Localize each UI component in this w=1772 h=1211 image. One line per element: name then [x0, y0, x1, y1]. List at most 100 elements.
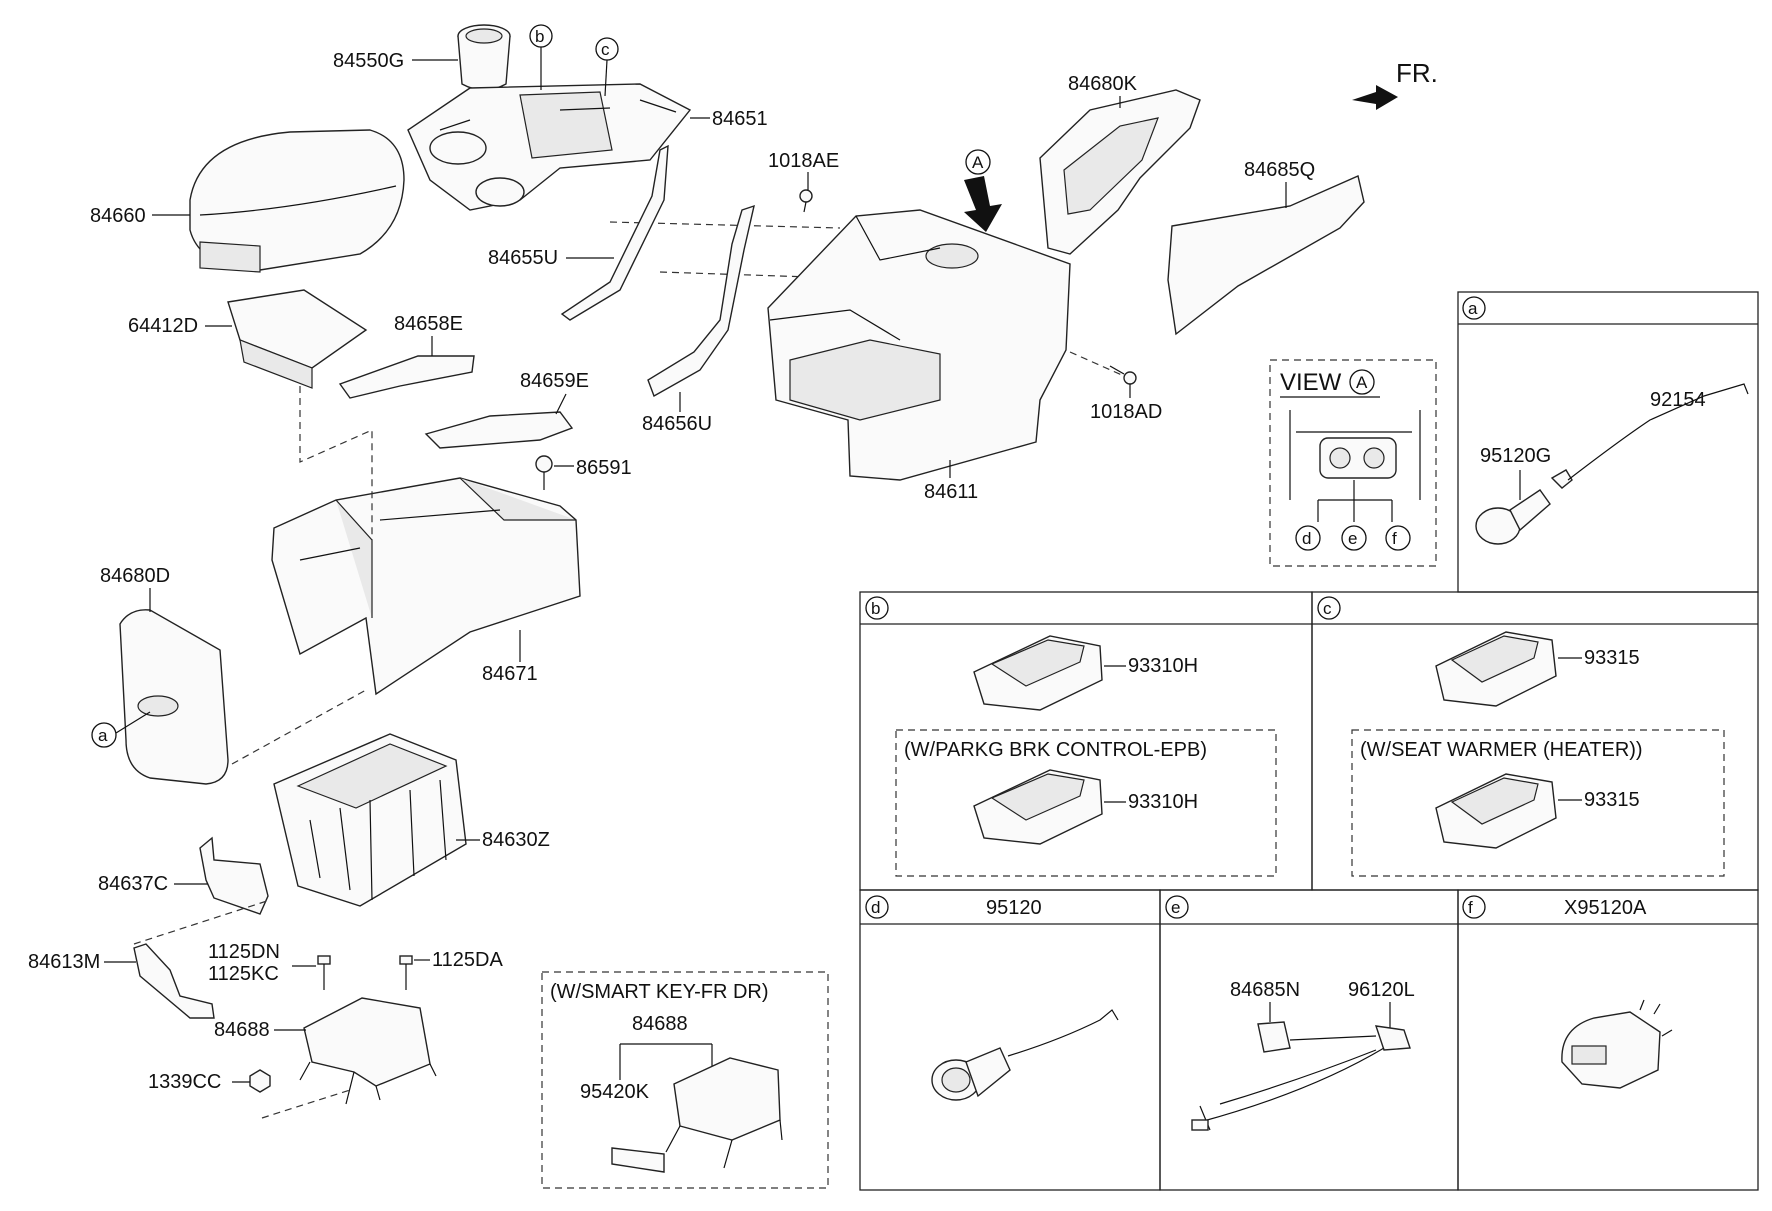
part-label-96120L: 96120L [1348, 979, 1415, 1001]
part-label-84630Z: 84630Z [482, 829, 550, 851]
part-label-1339CC: 1339CC [148, 1071, 221, 1093]
part-label-84680D: 84680D [100, 565, 170, 587]
harness-92154 [1567, 383, 1749, 481]
callout-d-marker: d [1302, 529, 1311, 548]
part-label-84688: 84688 [214, 1019, 270, 1041]
callout-c-marker: c [601, 40, 610, 59]
panel-f-title: X95120A [1564, 897, 1647, 919]
part-label-92154: 92154 [1650, 389, 1706, 411]
part-label-1125KC: 1125KC [208, 963, 279, 985]
storage-tray [227, 289, 368, 389]
part-label-84685N: 84685N [1230, 979, 1300, 1001]
bracket-84688 [299, 997, 437, 1105]
switch-93310H-epb [973, 769, 1103, 845]
panel-f [1457, 889, 1759, 1191]
callout-e-marker: e [1348, 529, 1357, 548]
part-label-84680K: 84680K [1068, 73, 1138, 95]
screw-1018AD [1109, 365, 1137, 385]
bolt-1125DN [317, 955, 331, 990]
part-label-84613M: 84613M [28, 951, 100, 973]
console-upper-bezel [407, 83, 692, 211]
side-trim-84656U [647, 204, 755, 398]
part-label-84611: 84611 [924, 481, 978, 503]
part-label-84688-variant: 84688 [632, 1013, 688, 1035]
console-body-84671 [271, 477, 581, 696]
console-lower-housing [273, 733, 467, 907]
epb-variant-box [895, 729, 1277, 877]
panel-d-tag: d [871, 898, 880, 917]
part-label-84637C: 84637C [98, 873, 168, 895]
panel-d [859, 889, 1161, 1191]
view-direction-arrow-icon [964, 176, 1002, 232]
panel-e-tag: e [1171, 898, 1180, 917]
part-label-93315-standard: 93315 [1584, 647, 1640, 669]
view-ref-marker: A [1356, 373, 1368, 392]
switch-93315-standard [1435, 631, 1557, 707]
part-label-1125DN: 1125DN [208, 941, 280, 963]
part-label-84656U: 84656U [642, 413, 712, 435]
switch-93315-seat-warmer [1435, 773, 1557, 849]
part-label-84660: 84660 [90, 205, 146, 227]
screw-86591 [535, 455, 553, 490]
part-label-95420K: 95420K [580, 1081, 650, 1103]
view-a-illustration [1289, 410, 1421, 500]
smart-key-variant-label: (W/SMART KEY-FR DR) [550, 981, 769, 1003]
view-label: VIEW [1280, 369, 1342, 396]
seat-warmer-variant-box [1351, 729, 1725, 877]
panel-e [1159, 889, 1459, 1191]
panel-a [1457, 291, 1759, 593]
console-trim-84659E [424, 411, 574, 449]
part-label-84651: 84651 [712, 108, 768, 130]
part-label-86591: 86591 [576, 457, 632, 479]
epb-variant-label: (W/PARKG BRK CONTROL-EPB) [904, 739, 1207, 761]
panel-a-tag: a [1468, 299, 1478, 318]
socket-95120G [1475, 469, 1573, 545]
console-trim-84658E [338, 355, 475, 399]
part-label-93310H-standard: 93310H [1128, 655, 1198, 677]
part-label-93315-seat-warmer: 93315 [1584, 789, 1640, 811]
part-label-93310H-epb: 93310H [1128, 791, 1198, 813]
callout-f-marker: f [1392, 529, 1397, 548]
part-label-84685Q: 84685Q [1244, 159, 1315, 181]
usb-socket-X95120A [1561, 999, 1673, 1089]
part-label-64412D: 64412D [128, 315, 198, 337]
bracket-84637C [199, 836, 269, 915]
panel-f-tag: f [1468, 898, 1473, 917]
panel-d-title: 95120 [986, 897, 1042, 919]
part-label-84550G: 84550G [333, 50, 404, 72]
front-label: FR. [1396, 58, 1438, 88]
view-a-arrow: A [964, 149, 1002, 232]
front-direction-indicator: FR. [1352, 58, 1438, 110]
panel-b-tag: b [871, 599, 880, 618]
side-trim-84655U [560, 144, 669, 321]
part-label-1018AE: 1018AE [768, 150, 839, 172]
part-label-1018AD: 1018AD [1090, 401, 1162, 423]
switch-93310H-standard [973, 635, 1103, 711]
armrest-cover [189, 129, 405, 273]
part-label-95120G: 95120G [1480, 445, 1551, 467]
cup-holder-insert [457, 24, 511, 91]
power-outlet-95120 [931, 1009, 1119, 1101]
part-label-84659E: 84659E [520, 370, 589, 392]
console-rear-cover [119, 609, 229, 785]
bracket-84613M [133, 943, 215, 1019]
usb-aux-jack [1191, 1021, 1411, 1131]
nut-1339CC [249, 1069, 271, 1093]
bracket-84688-smartkey [611, 1057, 783, 1173]
side-panel-84685Q [1167, 175, 1365, 336]
seat-warmer-variant-label: (W/SEAT WARMER (HEATER)) [1360, 739, 1643, 761]
callout-a-marker: a [98, 726, 108, 745]
part-label-84658E: 84658E [394, 313, 463, 335]
part-label-1125DA: 1125DA [432, 949, 503, 971]
panel-c-tag: c [1323, 599, 1332, 618]
screw-1018AE [799, 189, 813, 213]
part-label-84671: 84671 [482, 663, 538, 685]
console-frame-84611 [767, 209, 1071, 481]
view-a-marker: A [972, 153, 984, 172]
callout-b-marker: b [535, 27, 544, 46]
view-a-box [1269, 359, 1437, 567]
front-arrow-icon [1352, 85, 1398, 110]
part-label-84655U: 84655U [488, 247, 558, 269]
bolt-1125DA [399, 955, 413, 990]
